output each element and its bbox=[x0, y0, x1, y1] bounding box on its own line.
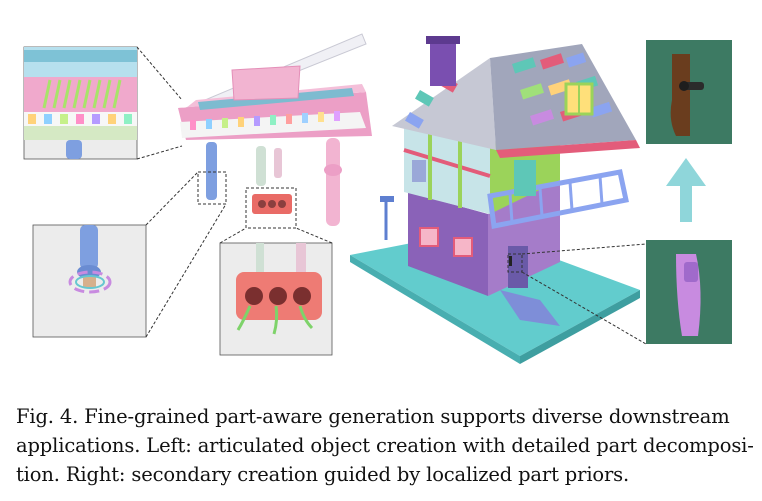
upward-arrow bbox=[666, 158, 706, 222]
caption-line: tion. Right: secondary creation guided b… bbox=[16, 463, 630, 486]
inset-keyboard bbox=[23, 46, 183, 160]
piano-illustration bbox=[178, 33, 372, 229]
piano-keys bbox=[190, 111, 340, 130]
caption-line: applications. Left: articulated object c… bbox=[16, 434, 754, 457]
figure-illustration bbox=[23, 33, 732, 364]
inset-pedals bbox=[219, 227, 333, 356]
caption-line: Fig. 4. Fine-grained part-aware generati… bbox=[16, 405, 730, 428]
figure-caption: Fig. 4. Fine-grained part-aware generati… bbox=[16, 402, 754, 489]
handle-prior-image bbox=[646, 240, 732, 344]
handle-result-image bbox=[646, 40, 732, 144]
house-illustration bbox=[350, 36, 647, 364]
inset-leg-rotation bbox=[32, 171, 227, 338]
